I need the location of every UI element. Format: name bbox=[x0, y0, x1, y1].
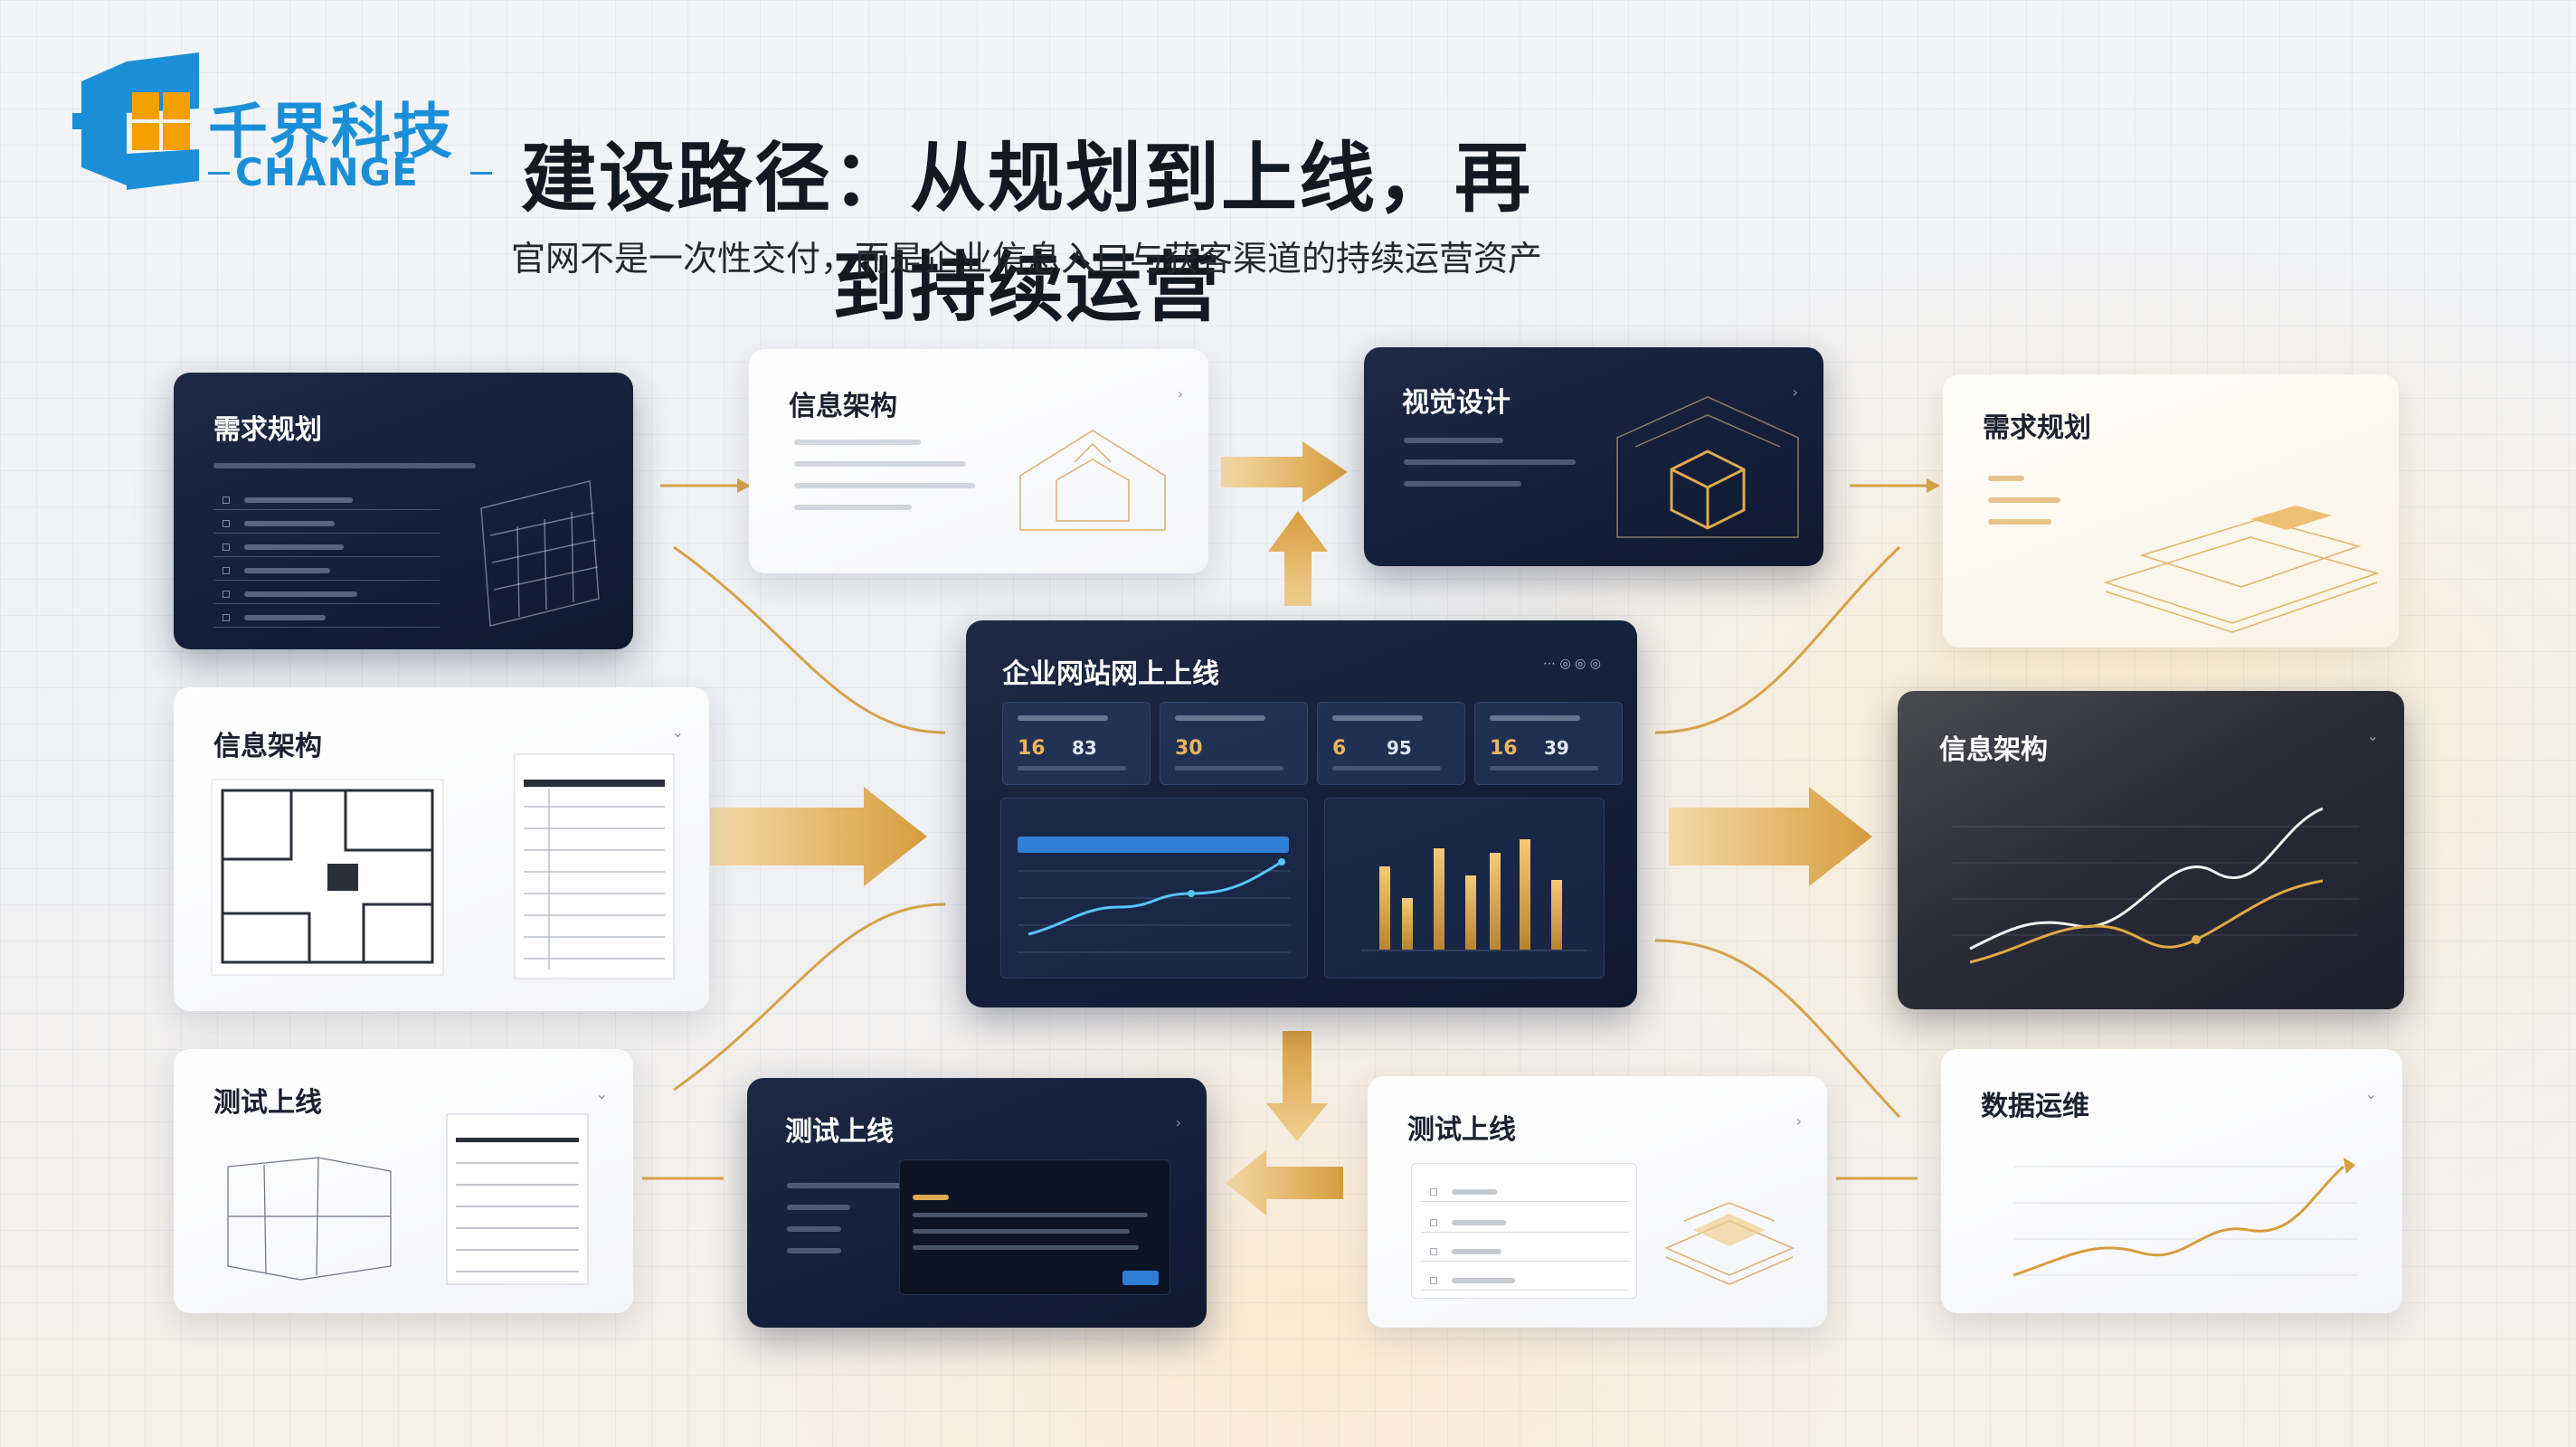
card-text-lines bbox=[1988, 476, 2079, 541]
card-right-requirements[interactable]: 需求规划 bbox=[1943, 374, 2399, 648]
arrow-down bbox=[1266, 1031, 1328, 1141]
card-text-lines bbox=[213, 463, 485, 485]
card-top-architecture[interactable]: 信息架构 › bbox=[749, 349, 1208, 573]
card-text-lines bbox=[794, 440, 975, 526]
card-left-testing[interactable]: 测试上线 ⌄ bbox=[174, 1049, 633, 1313]
list-item bbox=[213, 608, 440, 628]
chevron-right-icon: › bbox=[1792, 383, 1798, 401]
card-title: 需求规划 bbox=[213, 414, 322, 446]
list-item bbox=[213, 490, 440, 510]
card-text-lines bbox=[1404, 438, 1585, 503]
form-row bbox=[1421, 1271, 1629, 1291]
card-text-lines bbox=[787, 1183, 914, 1270]
console-panel bbox=[899, 1159, 1170, 1295]
card-left-requirements[interactable]: 需求规划 bbox=[174, 373, 633, 649]
card-title: 视觉设计 bbox=[1402, 387, 1511, 419]
document-table-icon bbox=[514, 753, 675, 979]
list-item bbox=[213, 514, 440, 534]
trend-line-icon bbox=[1018, 858, 1291, 953]
company-logo: 千界科技 CHANGE bbox=[72, 45, 492, 199]
arrow-to-visual bbox=[1221, 441, 1348, 503]
arrow-back bbox=[1226, 1150, 1343, 1215]
card-title: 需求规划 bbox=[1983, 412, 2091, 444]
chevron-right-icon: › bbox=[1175, 1114, 1181, 1131]
platform-layers-icon bbox=[2103, 506, 2380, 633]
house-wireframe-icon bbox=[1019, 430, 1166, 531]
card-title: 信息架构 bbox=[213, 731, 322, 762]
stat-card: 30 bbox=[1160, 702, 1308, 785]
list-item bbox=[213, 561, 440, 581]
page-subtitle: 官网不是一次性交付，而是企业信息入口与获客渠道的持续运营资产 bbox=[510, 239, 1542, 279]
growth-chart-icon bbox=[2012, 1158, 2357, 1277]
card-top-visual[interactable]: 视觉设计 › bbox=[1364, 347, 1823, 566]
list-item bbox=[213, 537, 440, 557]
chevron-down-icon: ⌄ bbox=[2364, 1085, 2377, 1102]
logo-mark-icon bbox=[72, 52, 199, 190]
form-panel bbox=[1411, 1163, 1637, 1299]
card-title: 数据运维 bbox=[1981, 1091, 2089, 1122]
dual-line-chart-icon bbox=[1952, 807, 2359, 964]
card-title: 测试上线 bbox=[785, 1116, 894, 1148]
bar-chart-panel bbox=[1324, 798, 1605, 979]
arrow-up bbox=[1268, 511, 1328, 606]
bar-chart-icon bbox=[1361, 839, 1587, 951]
chevron-down-icon: ⌄ bbox=[671, 724, 684, 741]
card-bottom-testing-dark[interactable]: 测试上线 › bbox=[747, 1078, 1207, 1328]
dashboard-title: 企业网站网上上线 bbox=[1002, 658, 1219, 690]
stacked-layers-icon bbox=[1664, 1202, 1795, 1285]
form-row bbox=[1421, 1242, 1629, 1262]
chevron-right-icon: › bbox=[1177, 385, 1183, 402]
card-bottom-testing-light[interactable]: 测试上线 › bbox=[1368, 1076, 1827, 1328]
line-chart-panel bbox=[1000, 798, 1308, 979]
sketch-plan-icon bbox=[227, 1157, 392, 1281]
card-title: 测试上线 bbox=[1407, 1114, 1516, 1146]
arrow-left-to-center bbox=[710, 787, 927, 886]
checklist-icon bbox=[446, 1113, 589, 1285]
list-item bbox=[213, 584, 440, 604]
shelf-illustration-icon bbox=[480, 480, 600, 627]
card-left-architecture[interactable]: 信息架构 ⌄ bbox=[174, 687, 709, 1011]
box-wireframe-icon bbox=[1616, 396, 1799, 538]
highlight-row bbox=[1018, 837, 1289, 853]
card-title: 信息架构 bbox=[789, 391, 897, 422]
logo-subtitle: CHANGE bbox=[235, 150, 419, 194]
arrow-center-to-right bbox=[1669, 787, 1872, 886]
form-row bbox=[1421, 1182, 1629, 1202]
card-right-architecture[interactable]: 信息架构 ⌄ bbox=[1898, 691, 2404, 1009]
page-title: 建设路径：从规划到上线，再到持续运营 bbox=[520, 134, 1532, 332]
form-row bbox=[1421, 1213, 1629, 1233]
card-title: 信息架构 bbox=[1939, 734, 2048, 766]
chevron-right-icon: › bbox=[1795, 1112, 1802, 1130]
floorplan-icon bbox=[211, 779, 444, 976]
card-right-operations[interactable]: 数据运维 ⌄ bbox=[1941, 1049, 2402, 1313]
logo-rule-right bbox=[470, 172, 492, 175]
card-title: 测试上线 bbox=[213, 1087, 322, 1119]
chevron-down-icon: ⌄ bbox=[2366, 727, 2379, 744]
logo-rule-left bbox=[208, 172, 230, 175]
chevron-down-icon: ⌄ bbox=[595, 1085, 608, 1102]
console-action-button[interactable] bbox=[1122, 1271, 1159, 1285]
logo-name: 千界科技 bbox=[208, 97, 454, 166]
window-controls: ⋯ ◎ ◎ ◎ bbox=[1543, 657, 1601, 671]
